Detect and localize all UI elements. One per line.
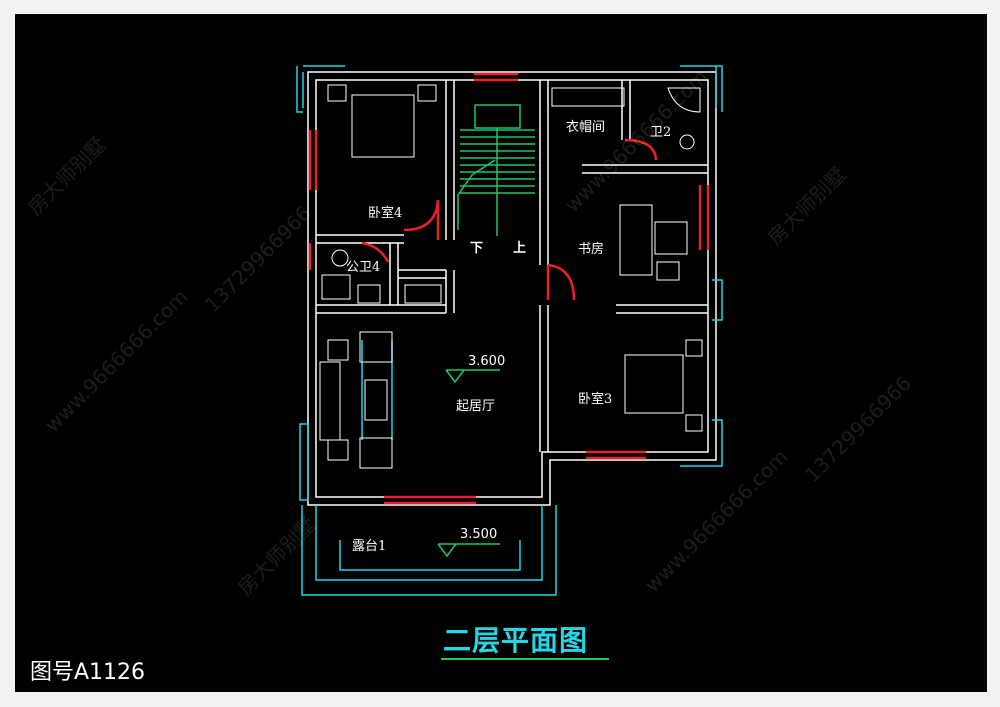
room-label-terrace: 露台1 (352, 539, 387, 554)
room-label-bedroom4: 卧室4 (368, 206, 403, 221)
room-label-living: 起居厅 (456, 399, 496, 414)
drawing-canvas (15, 14, 987, 692)
staircase (457, 104, 535, 236)
stair-down-label: 下 (470, 241, 484, 256)
interior-walls (316, 80, 708, 452)
terrace-level-label: 3.500 (460, 527, 498, 542)
floor-level-label: 3.600 (468, 354, 506, 369)
red-openings (308, 72, 710, 505)
title-underline (441, 658, 609, 660)
room-label-study: 书房 (578, 242, 605, 257)
room-label-bedroom3: 卧室3 (578, 392, 613, 407)
drawing-title: 二层平面图 (443, 624, 589, 657)
level-markers (437, 369, 500, 558)
windows (296, 65, 723, 596)
room-label-wc2: 卫2 (650, 125, 672, 140)
drawing-number: 图号A1126 (30, 660, 146, 685)
room-label-cloakroom: 衣帽间 (566, 120, 606, 135)
room-label-public-wc4: 公卫4 (346, 260, 381, 275)
furniture (319, 84, 703, 469)
stair-up-label: 上 (513, 241, 527, 256)
